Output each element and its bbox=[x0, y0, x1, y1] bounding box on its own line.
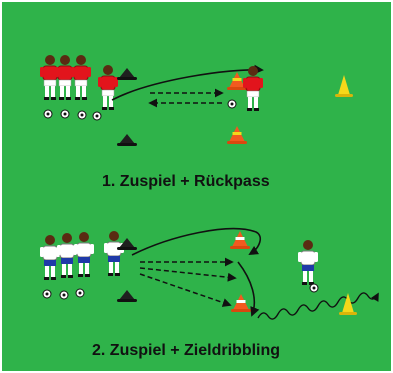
run-arrow-icon bbox=[237, 261, 260, 317]
drill-1: 1. Zuspiel + Rückpass bbox=[39, 54, 353, 190]
ball-icon bbox=[309, 283, 319, 293]
drill-2: 2. Zuspiel + Zieldribbling bbox=[39, 227, 379, 359]
ball-icon bbox=[60, 109, 70, 119]
ball-icon bbox=[75, 288, 85, 298]
run-arrow-icon bbox=[131, 227, 262, 256]
dribble-arrow-icon bbox=[257, 292, 379, 320]
ball-icon bbox=[43, 109, 53, 119]
ball-icon bbox=[59, 290, 69, 300]
ball-icon bbox=[92, 111, 102, 121]
drill-1-caption: 1. Zuspiel + Rückpass bbox=[102, 173, 270, 190]
ball-icon bbox=[227, 99, 237, 109]
ball-icon bbox=[42, 289, 52, 299]
drill-2-caption: 2. Zuspiel + Zieldribbling bbox=[92, 342, 280, 359]
ball-icon bbox=[77, 110, 87, 120]
